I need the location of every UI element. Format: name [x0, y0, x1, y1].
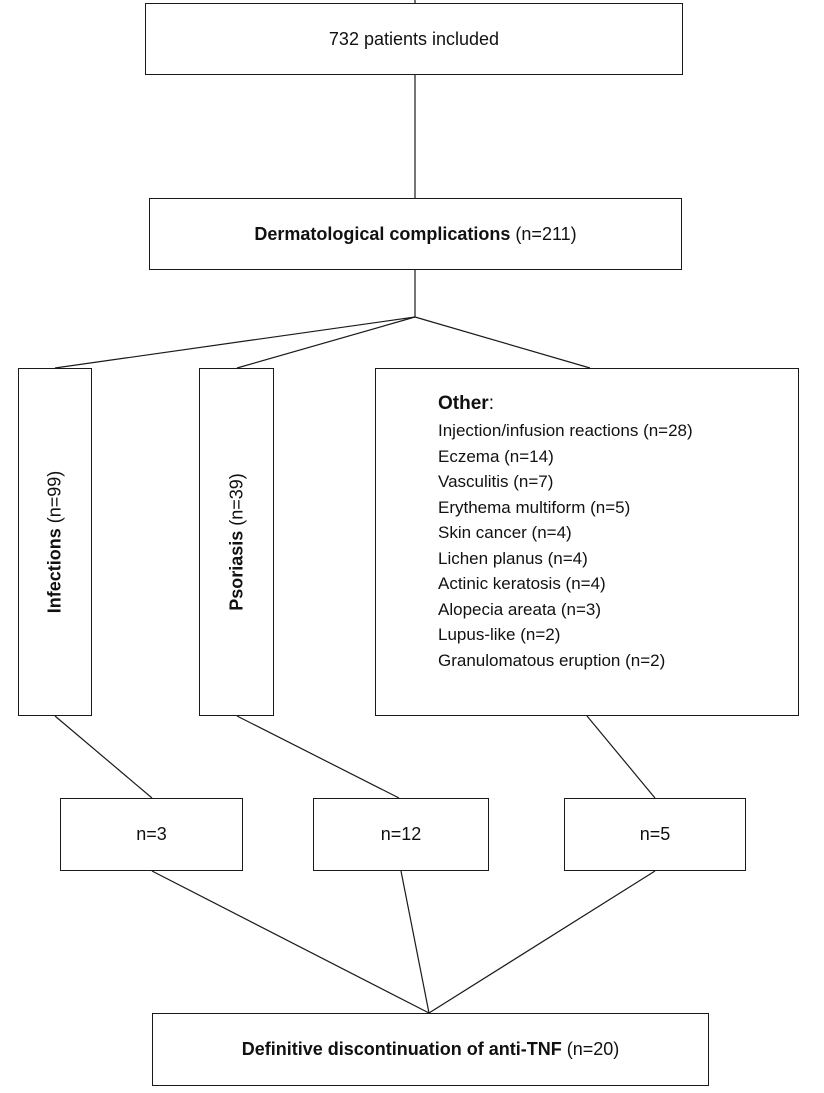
dermatological-complications-count: (n=211)	[510, 223, 577, 244]
patients-included-box: 732 patients included	[145, 3, 683, 75]
other-title: Other:	[438, 393, 693, 415]
other-item-alopecia-areata: Alopecia areata (n=3)	[438, 599, 602, 619]
connector-n-psoriasis-to-final	[400, 870, 430, 1014]
infections-bold: Infections	[44, 528, 65, 614]
other-item-injection-reactions: Injection/infusion reactions (n=28)	[438, 421, 693, 440]
connector-n-infections-to-final	[151, 870, 430, 1014]
other-item-granulomatous-eruption: Granulomatous eruption (n=2)	[438, 650, 666, 670]
dermatological-complications-box: Dermatological complications (n=211)	[149, 198, 682, 270]
psoriasis-discontinuation-box: n=12	[313, 798, 489, 871]
patients-included-label: 732 patients included	[328, 28, 500, 49]
other-complications-content: Other: Injection/infusion reactions (n=2…	[438, 393, 693, 673]
dermatological-complications-bold: Dermatological complications	[254, 223, 511, 244]
dermatological-complications-label: Dermatological complications (n=211)	[254, 224, 576, 245]
psoriasis-box: Psoriasis (n=39)	[199, 368, 274, 716]
connector-psoriasis-to-n	[236, 715, 400, 799]
other-title-bold: Other	[438, 393, 489, 414]
other-item-lichen-planus: Lichen planus (n=4)	[438, 548, 588, 568]
other-item-skin-cancer: Skin cancer (n=4)	[438, 523, 572, 542]
connector-split-to-other	[414, 316, 591, 369]
psoriasis-bold: Psoriasis	[226, 530, 246, 611]
connector-n-other-to-final	[428, 870, 656, 1014]
other-item-erythema-multiform: Erythema multiform (n=5)	[438, 497, 631, 517]
connector-infections-to-n	[54, 715, 153, 799]
psoriasis-count: (n=39)	[226, 473, 246, 531]
infections-discontinuation-count: n=3	[136, 824, 167, 844]
other-title-colon: :	[488, 393, 494, 414]
other-item-eczema: Eczema (n=14)	[438, 446, 554, 466]
infections-discontinuation-box: n=3	[60, 798, 243, 871]
infections-count: (n=99)	[44, 470, 65, 529]
definitive-discontinuation-label: Definitive discontinuation of anti-TNF (…	[242, 1039, 620, 1060]
other-discontinuation-box: n=5	[564, 798, 746, 871]
psoriasis-label: Psoriasis (n=39)	[226, 473, 247, 611]
definitive-discontinuation-bold: Definitive discontinuation of anti-TNF	[241, 1039, 562, 1059]
other-item-lupus-like: Lupus-like (n=2)	[438, 625, 561, 644]
definitive-discontinuation-count: (n=20)	[561, 1039, 620, 1059]
other-item-vasculitis: Vasculitis (n=7)	[438, 472, 554, 491]
other-item-actinic-keratosis: Actinic keratosis (n=4)	[438, 574, 606, 593]
psoriasis-discontinuation-count: n=12	[380, 824, 422, 844]
other-discontinuation-count: n=5	[639, 824, 671, 844]
infections-label: Infections (n=99)	[45, 471, 66, 614]
connector-other-to-n	[586, 715, 656, 799]
other-complications-box: Other: Injection/infusion reactions (n=2…	[375, 368, 799, 716]
connector-split-to-psoriasis	[236, 316, 416, 369]
infections-box: Infections (n=99)	[18, 368, 92, 716]
connector-split-to-infections	[54, 316, 416, 369]
definitive-discontinuation-box: Definitive discontinuation of anti-TNF (…	[152, 1013, 709, 1086]
